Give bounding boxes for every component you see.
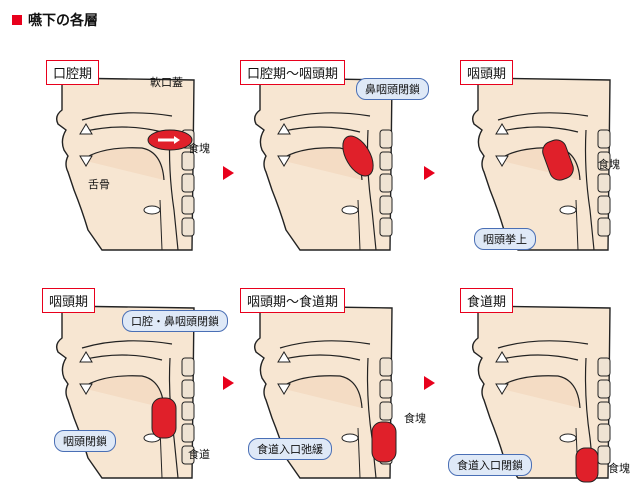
bolus-shape — [575, 447, 599, 483]
callout-upper-esophageal-relaxation: 食道入口弛緩 — [248, 438, 332, 460]
red-triangle-arrow-icon — [424, 166, 435, 180]
label-bolus: 食塊 — [404, 412, 426, 425]
callout-oral-nasopharyngeal-closure: 口腔・鼻咽頭閉鎖 — [122, 310, 228, 332]
bolus-shape — [342, 135, 374, 177]
label-bolus: 食塊 — [188, 142, 210, 155]
callout-upper-esophageal-closure: 食道入口閉鎖 — [448, 454, 532, 476]
page-title-block: 嚥下の各層 — [12, 10, 98, 30]
callout-pharyngeal-elevation: 咽頭挙上 — [474, 228, 536, 250]
label-hyoid: 舌骨 — [88, 178, 110, 191]
stage-label-5: 咽頭期〜食道期 — [240, 288, 346, 313]
bolus-shape — [371, 421, 397, 463]
head-cross-section-pharyngeal — [471, 77, 611, 251]
bolus-shape — [542, 139, 574, 181]
callout-pharyngeal-closure: 咽頭閉鎖 — [54, 430, 116, 452]
stage-label-1: 口腔期 — [46, 60, 100, 85]
title-marker-square — [12, 15, 22, 25]
page-title: 嚥下の各層 — [28, 13, 98, 29]
label-bolus: 食塊 — [608, 462, 630, 475]
red-triangle-arrow-icon — [223, 376, 234, 390]
panel-esophageal-stage: 食道期 食道入口閉鎖 食塊 — [448, 288, 638, 488]
panel-oral-stage: 口腔期 軟口蓋 食塊 舌骨 — [42, 60, 222, 260]
panel-pharyngeal-to-esophageal: 咽頭期〜食道期 食塊 食道入口弛緩 — [240, 288, 426, 488]
panel-pharyngeal-stage: 咽頭期 食塊 咽頭挙上 — [458, 60, 638, 260]
panel-pharyngeal-closure: 咽頭期 口腔・鼻咽頭閉鎖 咽頭閉鎖 食道 — [42, 288, 228, 488]
head-cross-section-pharyngeal-esophageal — [253, 305, 397, 479]
label-soft-palate: 軟口蓋 — [150, 76, 183, 89]
head-cross-section-pharyngeal-closure — [55, 305, 195, 479]
red-triangle-arrow-icon — [223, 166, 234, 180]
head-cross-section-oral-pharyngeal — [253, 77, 393, 251]
stage-label-6: 食道期 — [460, 288, 514, 313]
stage-label-4: 咽頭期 — [42, 288, 96, 313]
head-cross-section-oral — [55, 77, 195, 251]
panel-oral-to-pharyngeal: 口腔期〜咽頭期 鼻咽頭閉鎖 — [240, 60, 429, 260]
label-bolus: 食塊 — [598, 158, 620, 171]
callout-nasopharyngeal-closure: 鼻咽頭閉鎖 — [356, 78, 429, 100]
red-triangle-arrow-icon — [424, 376, 435, 390]
bolus-shape — [151, 397, 177, 439]
stage-label-2: 口腔期〜咽頭期 — [240, 60, 346, 85]
stage-label-3: 咽頭期 — [460, 60, 514, 85]
head-cross-section-esophageal — [471, 305, 611, 483]
label-esophagus: 食道 — [188, 448, 210, 461]
